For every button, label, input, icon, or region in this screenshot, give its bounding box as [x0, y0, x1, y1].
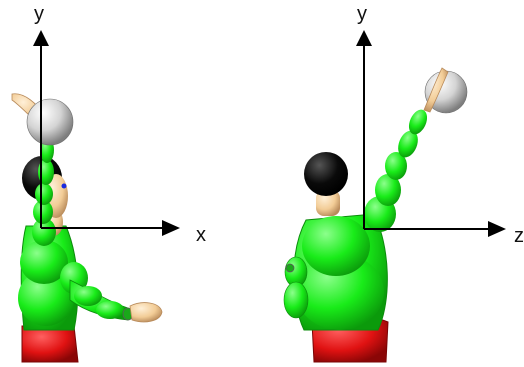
front-upper-arm-segment [35, 183, 53, 205]
front-shorts [21, 325, 79, 363]
front-lower-arm-segment [96, 301, 124, 319]
side-z-arrowhead [488, 221, 506, 237]
front-lower-hand [129, 302, 163, 323]
side-neck [316, 190, 340, 216]
front-upper-arm-segment [33, 200, 53, 224]
side-head [304, 152, 348, 196]
front-eye [61, 183, 67, 189]
side-upper-arm-segment [385, 152, 407, 180]
side-figure [283, 67, 468, 363]
side-hand [423, 67, 449, 113]
front-figure [11, 93, 163, 363]
front-upper-arm-segment [32, 218, 56, 246]
front-y-axis-label: y [34, 3, 44, 25]
front-y-arrowhead [33, 30, 49, 46]
side-torso-segment [302, 216, 370, 276]
side-lower-arm-segment [283, 281, 309, 319]
front-torso-segment [20, 240, 68, 284]
side-z-axis-label: z [514, 225, 524, 247]
front-lower-arm-segment [74, 286, 102, 306]
side-view: y z [283, 3, 524, 363]
front-x-axis-label: x [196, 224, 206, 246]
front-view: y x [11, 3, 206, 363]
side-upper-arm-segment [375, 174, 401, 206]
side-elbow [285, 263, 295, 273]
front-axes: y x [33, 3, 206, 246]
side-torso-segment [296, 254, 384, 330]
front-torso-segment [18, 270, 74, 326]
side-forearm-segment [398, 130, 418, 158]
side-y-axis-label: y [357, 3, 367, 25]
front-x-arrowhead [162, 220, 180, 236]
side-forearm-segment [408, 109, 428, 135]
front-ball [26, 98, 74, 146]
side-axes: y z [356, 3, 524, 247]
side-y-arrowhead [356, 30, 372, 46]
